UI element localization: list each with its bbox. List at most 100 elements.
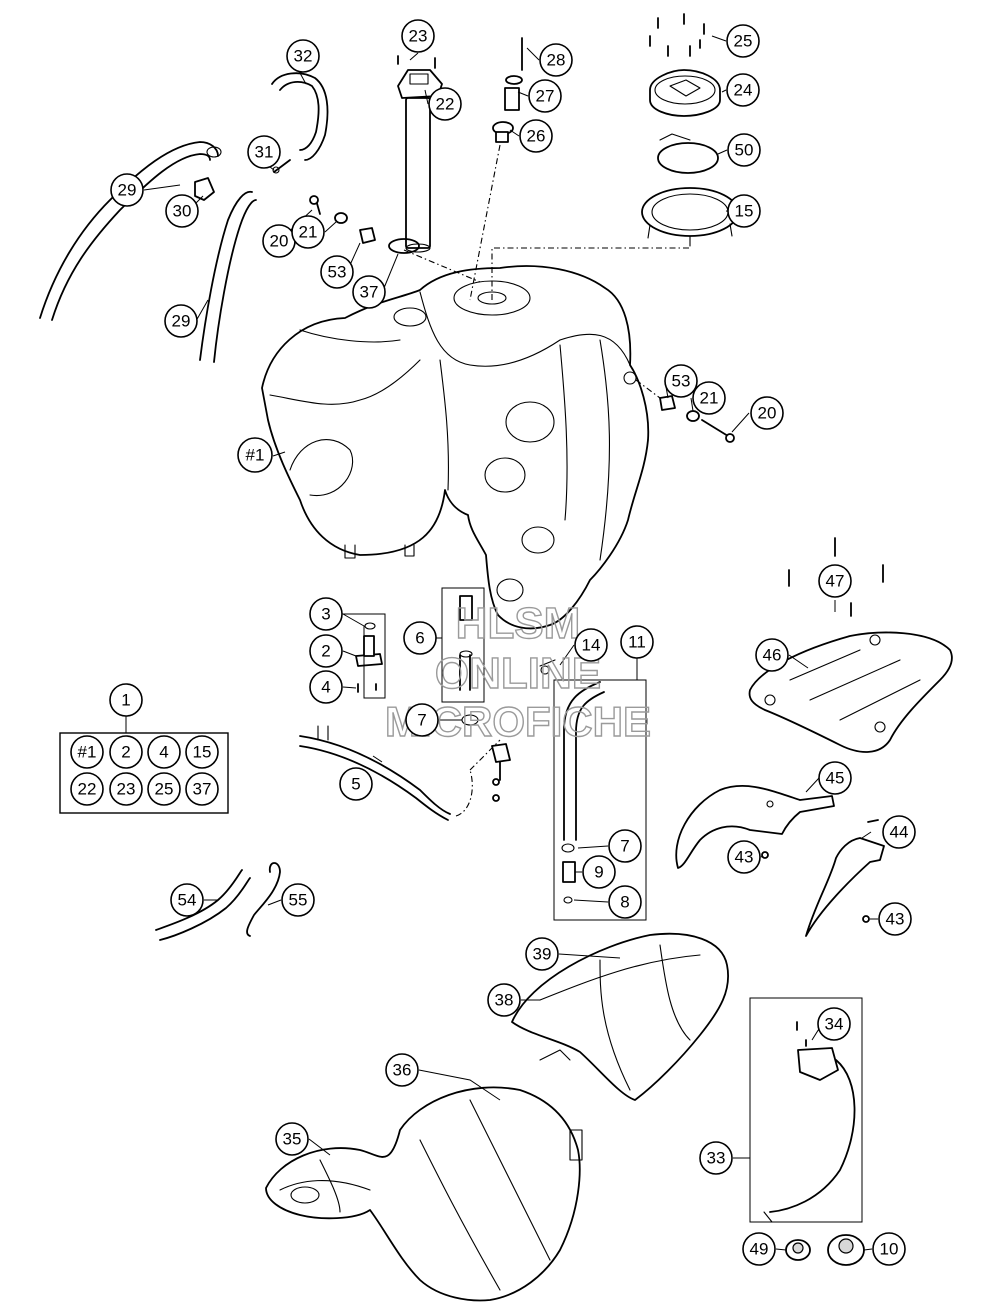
callout-kit-item-7[interactable]: 25 [147,772,181,806]
callout-30[interactable]: 30 [165,194,199,228]
callout-kit-item-8[interactable]: 37 [185,772,219,806]
svg-text:38: 38 [495,991,514,1010]
front-seat-35-drawing [265,1086,583,1302]
callout-14[interactable]: 14 [574,628,608,662]
svg-text:2: 2 [121,743,130,762]
callout-29-upper[interactable]: 29 [110,173,144,207]
svg-text:29: 29 [118,181,137,200]
callout-kit-item-1[interactable]: #1 [70,735,104,769]
callout-1-kit[interactable]: 1 [109,683,143,717]
svg-text:20: 20 [270,232,289,251]
svg-text:4: 4 [159,743,168,762]
callout-53-left[interactable]: 53 [320,255,354,289]
callout-kit-item-3[interactable]: 4 [147,735,181,769]
callout-24[interactable]: 24 [726,73,760,107]
callout-15[interactable]: 15 [727,194,761,228]
svg-text:2: 2 [321,642,330,661]
callout-35[interactable]: 35 [275,1122,309,1156]
svg-text:11: 11 [628,633,646,652]
callout-46[interactable]: 46 [755,638,789,672]
callout-37[interactable]: 37 [352,275,386,309]
o-ring-37-drawing [388,238,420,254]
callout-22[interactable]: 22 [428,87,462,121]
svg-text:14: 14 [582,636,601,655]
grab-handle-45-drawing [675,784,835,869]
svg-text:46: 46 [763,646,782,665]
callout-43-lower[interactable]: 43 [878,902,912,936]
svg-text:35: 35 [283,1130,302,1149]
callout-45[interactable]: 45 [818,761,852,795]
svg-text:29: 29 [172,312,191,331]
screws-25-drawing [649,13,705,57]
callout-50[interactable]: 50 [727,133,761,167]
callout-39[interactable]: 39 [525,937,559,971]
callout-6[interactable]: 6 [403,621,437,655]
callout-10[interactable]: 10 [872,1232,906,1266]
callout-4[interactable]: 4 [309,670,343,704]
callout-fuel-tank[interactable]: #1 [237,437,273,473]
callout-9[interactable]: 9 [582,855,616,889]
callout-20-right[interactable]: 20 [750,396,784,430]
callout-31[interactable]: 31 [247,135,281,169]
callout-36[interactable]: 36 [385,1053,419,1087]
callout-8[interactable]: 8 [608,885,642,919]
mount-hardware-right-drawing [659,395,735,443]
svg-text:47: 47 [826,572,845,591]
callout-27[interactable]: 27 [528,79,562,113]
sensor-26-28-drawing [492,37,523,143]
grab-handle-44-drawing [805,819,885,937]
callout-29-lower[interactable]: 29 [164,304,198,338]
callout-7-tube[interactable]: 7 [405,703,439,737]
callout-33[interactable]: 33 [699,1141,733,1175]
svg-text:1: 1 [121,691,130,710]
callout-49[interactable]: 49 [742,1232,776,1266]
callout-3[interactable]: 3 [309,597,343,631]
callout-43-upper[interactable]: 43 [727,840,761,874]
svg-text:24: 24 [734,81,753,100]
svg-text:36: 36 [393,1061,412,1080]
callout-5[interactable]: 5 [339,767,373,801]
callout-26[interactable]: 26 [519,119,553,153]
callout-23[interactable]: 23 [401,19,435,53]
seat-lock-34-drawing [763,1021,856,1223]
leader-lines [125,35,878,1251]
svg-text:43: 43 [886,910,905,929]
callout-53-right[interactable]: 53 [664,364,698,398]
svg-text:53: 53 [328,263,347,282]
callout-11[interactable]: 11 [620,625,654,659]
callout-kit-item-4[interactable]: 15 [185,735,219,769]
callout-21-right[interactable]: 21 [692,381,726,415]
callout-47[interactable]: 47 [818,564,852,598]
svg-text:34: 34 [825,1015,844,1034]
callout-kit-item-5[interactable]: 22 [70,772,104,806]
fuel-pump-22-drawing [397,69,443,253]
callout-25[interactable]: 25 [726,24,760,58]
callout-55[interactable]: 55 [281,883,315,917]
callout-21-left[interactable]: 21 [291,215,325,249]
callout-54[interactable]: 54 [170,883,204,917]
callout-28[interactable]: 28 [539,43,573,77]
svg-text:54: 54 [178,891,197,910]
callout-34[interactable]: 34 [817,1007,851,1041]
svg-text:23: 23 [117,780,136,799]
callout-20-left[interactable]: 20 [262,224,296,258]
hose-29-drawings [39,141,257,363]
filler-cap-24-drawing [649,69,721,117]
callout-kit-item-2[interactable]: 2 [109,735,143,769]
callout-2[interactable]: 2 [309,634,343,668]
svg-text:25: 25 [734,32,753,51]
callout-kit-item-6[interactable]: 23 [109,772,143,806]
callout-44[interactable]: 44 [882,815,916,849]
svg-text:49: 49 [750,1240,769,1259]
callout-32[interactable]: 32 [286,39,320,73]
svg-text:3: 3 [321,605,330,624]
svg-text:37: 37 [193,780,212,799]
tube-6-drawing [459,595,479,726]
callout-7-hose[interactable]: 7 [608,829,642,863]
svg-text:26: 26 [527,127,546,146]
svg-text:39: 39 [533,945,552,964]
watermark: HLSM ONLINE MICROFICHE [384,598,651,745]
callout-38[interactable]: 38 [487,983,521,1017]
svg-text:7: 7 [417,711,426,730]
